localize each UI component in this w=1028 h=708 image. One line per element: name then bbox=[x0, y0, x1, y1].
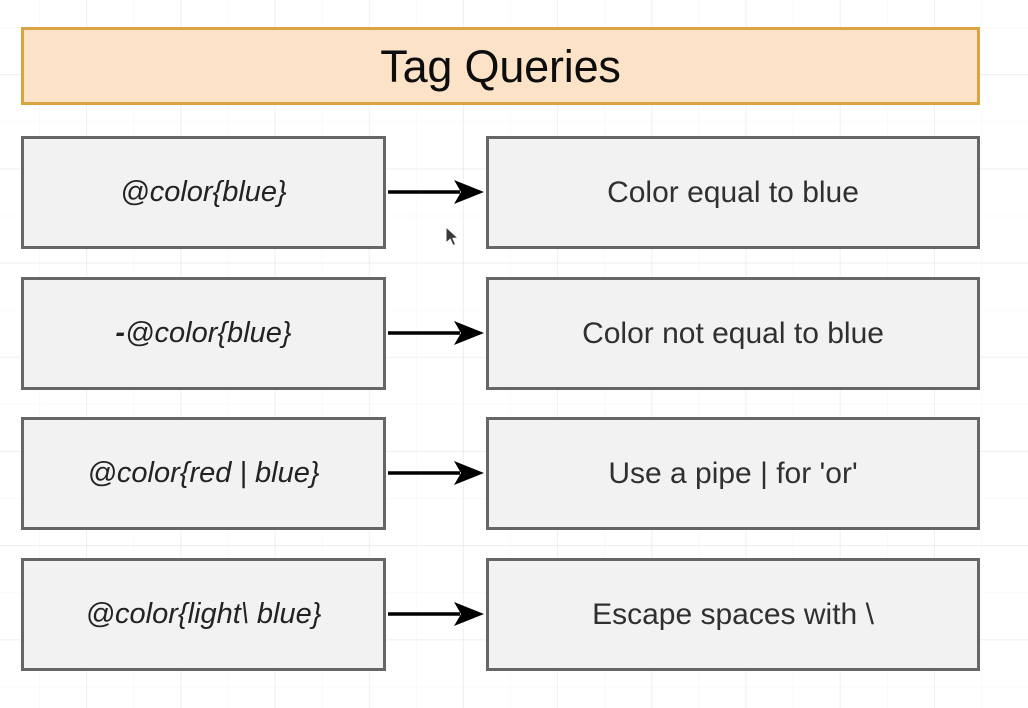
meaning-label: Escape spaces with \ bbox=[592, 598, 874, 631]
arrow-right-icon bbox=[388, 461, 484, 485]
arrow-right-icon bbox=[388, 321, 484, 345]
query-text: @color{blue} bbox=[120, 175, 287, 208]
query-label: @color{red | blue} bbox=[87, 456, 320, 490]
query-row: -@color{blue} Color not equal to blue bbox=[0, 277, 1028, 390]
meaning-node[interactable]: Escape spaces with \ bbox=[486, 558, 980, 671]
query-label: @color{blue} bbox=[120, 175, 287, 209]
query-text: @color{light\ blue} bbox=[85, 597, 322, 630]
meaning-node[interactable]: Color not equal to blue bbox=[486, 277, 980, 390]
arrow-right-icon bbox=[388, 180, 484, 204]
page-title: Tag Queries bbox=[380, 40, 621, 92]
meaning-label: Color equal to blue bbox=[607, 176, 859, 209]
query-node[interactable]: @color{blue} bbox=[21, 136, 386, 249]
arrow-right-icon bbox=[388, 602, 484, 626]
meaning-label: Use a pipe | for 'or' bbox=[608, 457, 858, 490]
query-text: @color{red | blue} bbox=[87, 456, 320, 489]
query-prefix: - bbox=[115, 316, 126, 349]
query-label: -@color{blue} bbox=[115, 316, 292, 350]
query-node[interactable]: @color{red | blue} bbox=[21, 417, 386, 530]
query-node[interactable]: -@color{blue} bbox=[21, 277, 386, 390]
query-row: @color{red | blue} Use a pipe | for 'or' bbox=[0, 417, 1028, 530]
query-node[interactable]: @color{light\ blue} bbox=[21, 558, 386, 671]
meaning-label: Color not equal to blue bbox=[582, 317, 884, 350]
title-banner: Tag Queries bbox=[21, 27, 980, 105]
query-row: @color{blue} Color equal to blue bbox=[0, 136, 1028, 249]
query-label: @color{light\ blue} bbox=[85, 597, 322, 631]
meaning-node[interactable]: Color equal to blue bbox=[486, 136, 980, 249]
query-text: @color{blue} bbox=[125, 316, 292, 349]
meaning-node[interactable]: Use a pipe | for 'or' bbox=[486, 417, 980, 530]
query-row: @color{light\ blue} Escape spaces with \ bbox=[0, 558, 1028, 671]
